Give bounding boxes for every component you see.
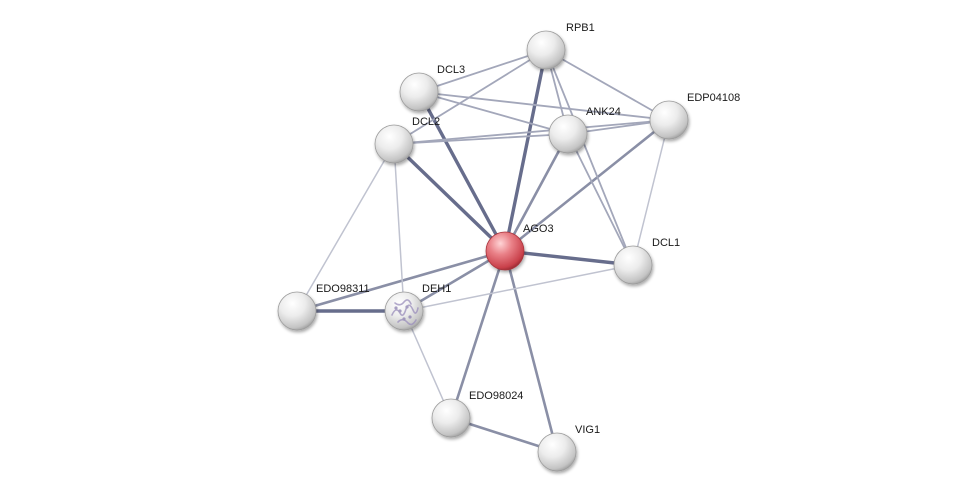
- edge-ago3-dcl2[interactable]: [392, 142, 507, 253]
- node-edo98024[interactable]: EDO98024: [431, 390, 523, 438]
- edge-ago3-edo98311[interactable]: [295, 249, 507, 313]
- edge-rpb1-edp04108[interactable]: [545, 49, 670, 121]
- node-sphere-edo98024[interactable]: [431, 398, 471, 438]
- node-sphere-dcl2[interactable]: [374, 124, 414, 164]
- node-deh1[interactable]: DEH1: [384, 283, 451, 331]
- node-label-rpb1: RPB1: [566, 22, 595, 34]
- edge-rpb1-dcl1[interactable]: [545, 49, 634, 266]
- edge-ank24-dcl1[interactable]: [567, 133, 634, 266]
- edge-rpb1-dcl3[interactable]: [418, 49, 547, 93]
- edge-dcl2-edo98311[interactable]: [296, 143, 395, 312]
- node-dcl1[interactable]: DCL1: [613, 237, 680, 285]
- edge-dcl3-ank24[interactable]: [418, 91, 569, 135]
- node-sphere-edo98311[interactable]: [277, 291, 317, 331]
- nodes-layer: RPB1DCL3EDP04108ANK24DCL2AGO3DCL1EDO9831…: [277, 22, 740, 472]
- node-label-ank24: ANK24: [586, 106, 621, 118]
- edge-ago3-edo98024[interactable]: [449, 249, 507, 420]
- node-ago3[interactable]: AGO3: [485, 223, 554, 271]
- node-label-dcl3: DCL3: [437, 64, 465, 76]
- node-label-ago3: AGO3: [523, 223, 554, 235]
- node-label-dcl2: DCL2: [412, 116, 440, 128]
- edge-dcl3-edp04108[interactable]: [418, 91, 670, 121]
- node-label-vig1: VIG1: [575, 424, 600, 436]
- node-sphere-ank24[interactable]: [548, 114, 588, 154]
- edge-deh1-edo98024[interactable]: [403, 310, 452, 419]
- protein-structure-icon: [391, 299, 419, 326]
- edge-dcl1-deh1[interactable]: [403, 264, 634, 312]
- node-label-dcl1: DCL1: [652, 237, 680, 249]
- node-edo98311[interactable]: EDO98311: [277, 283, 370, 331]
- node-label-edp04108: EDP04108: [687, 92, 740, 104]
- edges-layer: [295, 48, 671, 454]
- edge-ago3-dcl1[interactable]: [503, 249, 635, 267]
- node-sphere-edp04108[interactable]: [649, 100, 689, 140]
- edge-dcl2-edp04108[interactable]: [393, 119, 670, 145]
- edge-ago3-vig1[interactable]: [503, 249, 559, 454]
- node-sphere-dcl1[interactable]: [613, 245, 653, 285]
- node-sphere-rpb1[interactable]: [526, 30, 566, 70]
- edge-ago3-ank24[interactable]: [503, 132, 570, 253]
- node-sphere-dcl3[interactable]: [399, 72, 439, 112]
- edge-ago3-edp04108[interactable]: [503, 118, 671, 253]
- node-dcl2[interactable]: DCL2: [374, 116, 440, 164]
- node-label-edo98024: EDO98024: [469, 390, 523, 402]
- node-vig1[interactable]: VIG1: [537, 424, 600, 472]
- edge-ago3-dcl3[interactable]: [417, 90, 507, 253]
- node-dcl3[interactable]: DCL3: [399, 64, 465, 112]
- node-sphere-vig1[interactable]: [537, 432, 577, 472]
- node-label-deh1: DEH1: [422, 283, 451, 295]
- node-sphere-deh1[interactable]: [384, 291, 424, 331]
- edge-ago3-deh1[interactable]: [402, 249, 507, 313]
- node-edp04108[interactable]: EDP04108: [649, 92, 740, 140]
- node-ank24[interactable]: ANK24: [548, 106, 621, 154]
- node-label-edo98311: EDO98311: [316, 283, 370, 295]
- node-rpb1[interactable]: RPB1: [526, 22, 595, 70]
- edge-dcl2-deh1[interactable]: [393, 143, 405, 312]
- node-sphere-ago3[interactable]: [485, 231, 525, 271]
- edge-edp04108-dcl1[interactable]: [632, 119, 670, 266]
- edge-ago3-rpb1[interactable]: [503, 48, 548, 253]
